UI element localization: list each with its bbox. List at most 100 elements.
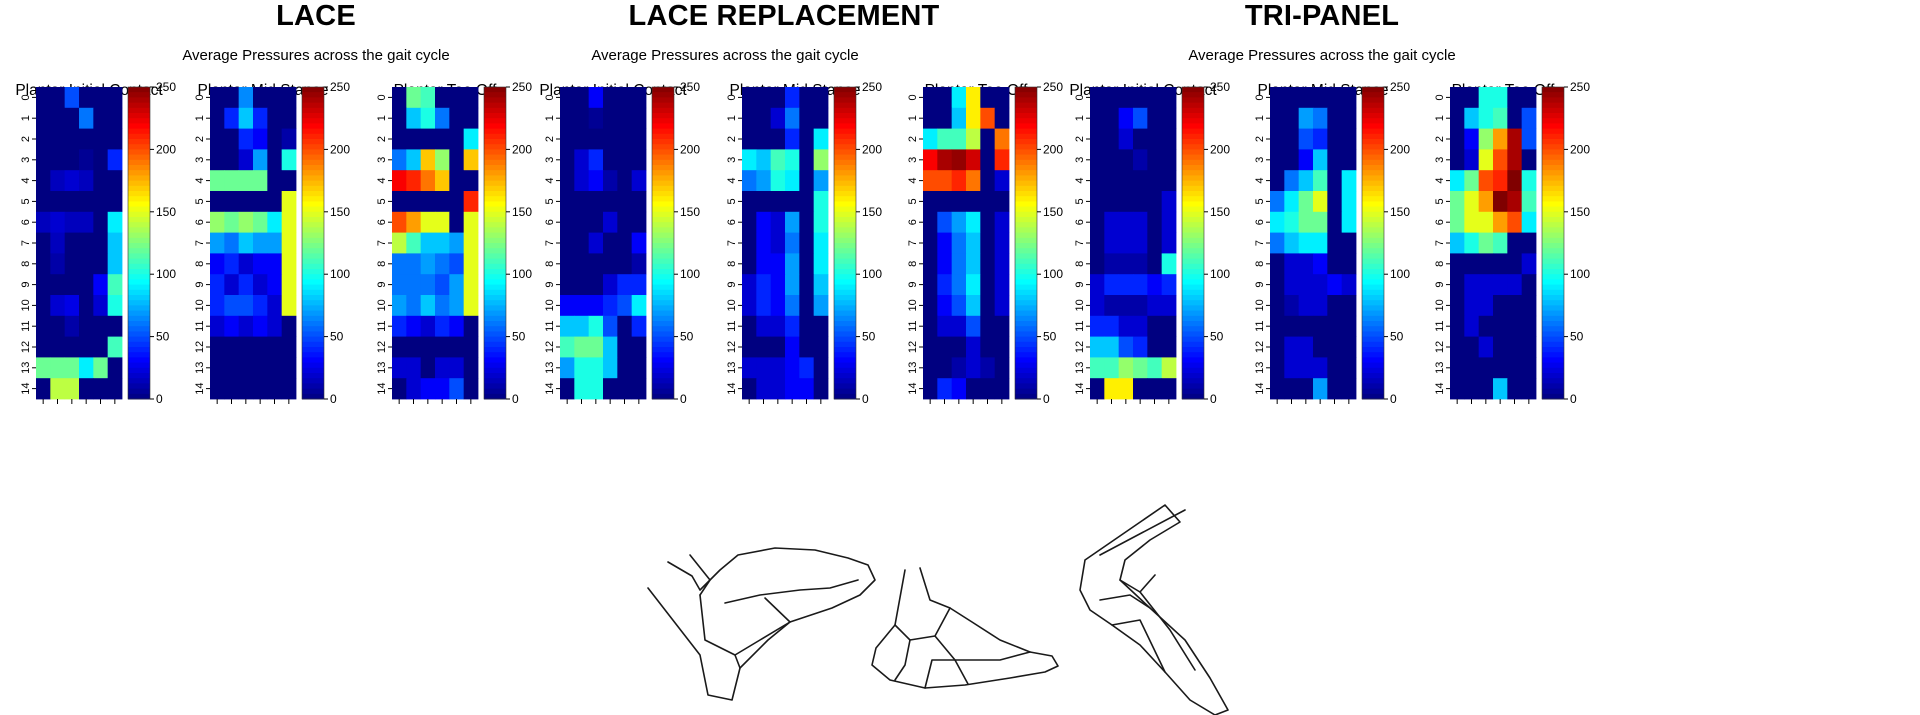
- colorbar-segment: [1362, 295, 1384, 301]
- heatmap-cell: [1478, 149, 1494, 171]
- row-tick-label: 7: [1254, 240, 1266, 246]
- heatmap-cell: [281, 107, 297, 129]
- colorbar-segment: [1362, 206, 1384, 213]
- heatmap-cell: [1521, 128, 1537, 150]
- heatmap-cell: [617, 128, 633, 150]
- heatmap-cell: [1104, 274, 1120, 296]
- heatmap-cell: [406, 378, 422, 400]
- colorbar-segment: [1542, 107, 1564, 114]
- heatmap-cell: [770, 357, 786, 379]
- colorbar-segment: [1542, 154, 1564, 161]
- heatmap-cell: [1327, 170, 1343, 192]
- colorbar-tick-label: 0: [1043, 392, 1050, 406]
- colorbar-segment: [1362, 336, 1384, 343]
- colorbar-segment: [302, 248, 324, 254]
- colorbar-segment: [128, 165, 150, 171]
- colorbar-segment: [128, 87, 150, 93]
- colorbar-segment: [484, 123, 506, 130]
- colorbar-segment: [484, 149, 506, 156]
- row-tick-label: 2: [907, 136, 919, 142]
- row-tick-label: 4: [194, 178, 206, 184]
- colorbar-segment: [1362, 175, 1384, 182]
- colorbar-segment: [652, 357, 674, 364]
- heatmap-cell: [588, 378, 604, 400]
- heatmap-cell: [770, 170, 786, 192]
- heatmap-cell: [1493, 170, 1508, 192]
- heatmap-cell: [785, 107, 800, 129]
- heatmap-cell: [1341, 87, 1357, 109]
- heatmap-cell: [1270, 253, 1285, 275]
- heatmap-cell: [1464, 274, 1480, 296]
- heatmap-cell: [281, 87, 297, 109]
- heatmap-cell: [107, 107, 123, 129]
- colorbar-segment: [1362, 310, 1384, 317]
- heatmap-cell: [1450, 128, 1465, 150]
- heatmap-cell: [588, 170, 604, 192]
- colorbar-segment: [1362, 165, 1384, 171]
- colorbar-segment: [652, 222, 674, 228]
- heatmap-cell: [617, 295, 633, 317]
- colorbar-segment: [1542, 133, 1564, 140]
- heatmap-cell: [785, 315, 800, 337]
- group-title-lace-replacement: LACE REPLACEMENT: [628, 0, 940, 32]
- colorbar-segment: [834, 217, 856, 223]
- heatmap-cell: [574, 128, 590, 150]
- heatmap-cell: [994, 378, 1010, 400]
- colorbar-segment: [1182, 393, 1204, 400]
- colorbar-segment: [1015, 315, 1037, 322]
- heatmap-cell: [1104, 191, 1120, 213]
- colorbar-segment: [1542, 263, 1564, 270]
- colorbar-segment: [484, 331, 506, 338]
- heatmap-cell: [210, 149, 225, 171]
- colorbar-segment: [1362, 357, 1384, 364]
- heatmap-cell: [1270, 170, 1285, 192]
- colorbar-segment: [1015, 118, 1037, 124]
- colorbar-segment: [652, 300, 674, 306]
- colorbar-segment: [834, 331, 856, 338]
- colorbar-segment: [834, 144, 856, 150]
- heatmap-cell: [1118, 274, 1134, 296]
- colorbar-segment: [834, 289, 856, 296]
- heatmap-cell: [238, 315, 254, 337]
- heatmap-cell: [107, 274, 123, 296]
- heatmap-cell: [560, 128, 575, 150]
- heatmap-cell: [406, 87, 422, 109]
- heatmap-cell: [1493, 107, 1508, 129]
- colorbar-segment: [1542, 279, 1564, 286]
- colorbar-segment: [302, 154, 324, 161]
- colorbar-tick-label: 200: [1390, 142, 1410, 156]
- heatmap-cell: [1104, 149, 1120, 171]
- heatmap-cell: [1133, 336, 1148, 358]
- colorbar-segment: [128, 393, 150, 400]
- colorbar-segment: [1182, 165, 1204, 171]
- heatmap-cell: [1464, 211, 1480, 233]
- colorbar-segment: [1542, 305, 1564, 312]
- heatmap-cell: [1341, 128, 1357, 150]
- heatmap-cell: [1327, 378, 1343, 400]
- heatmap-cell: [1161, 274, 1177, 296]
- colorbar-segment: [484, 92, 506, 98]
- colorbar-segment: [1182, 367, 1204, 374]
- heatmap-cell: [449, 274, 465, 296]
- heatmap-cell: [1270, 191, 1285, 213]
- heatmap-cell: [1521, 336, 1537, 358]
- heatmap-cell: [238, 87, 254, 109]
- colorbar-segment: [834, 191, 856, 197]
- colorbar-segment: [652, 393, 674, 400]
- row-tick-label: 10: [544, 299, 556, 311]
- colorbar-segment: [834, 180, 856, 187]
- colorbar-segment: [1182, 274, 1204, 280]
- heatmap-cell: [1341, 253, 1357, 275]
- heatmap-cell: [1298, 170, 1314, 192]
- heatmap-cell: [742, 295, 757, 317]
- colorbar-segment: [1015, 367, 1037, 374]
- colorbar-tick-label: 150: [1390, 205, 1410, 219]
- heatmap-cell: [224, 87, 240, 109]
- heatmap-cell: [799, 295, 815, 317]
- heatmap-cell: [560, 87, 575, 109]
- colorbar-segment: [1542, 300, 1564, 306]
- heatmap-cell: [756, 336, 772, 358]
- colorbar-segment: [834, 258, 856, 265]
- heatmap-cell: [631, 149, 647, 171]
- heatmap-cell: [813, 232, 829, 254]
